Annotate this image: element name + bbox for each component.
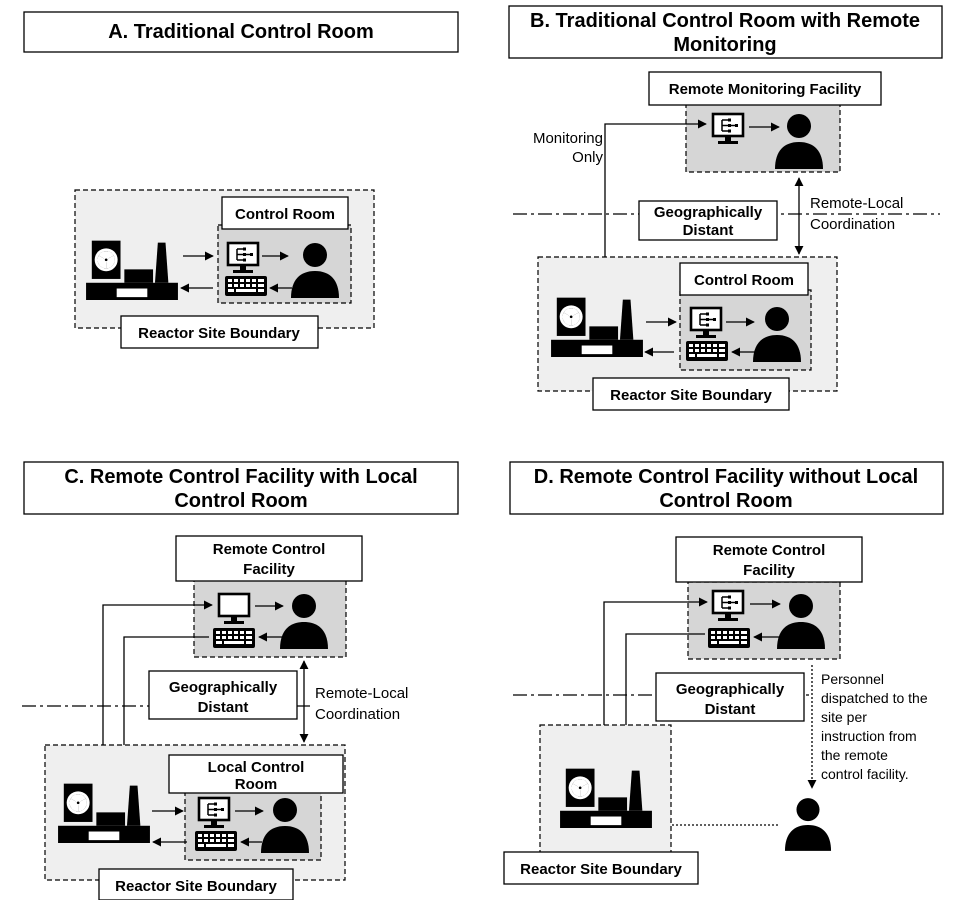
panel-c-title-line1: C. Remote Control Facility with Local (64, 466, 417, 488)
geo-distant-box-b (638, 200, 778, 241)
coordination-label-line1-c: Remote-Local (315, 685, 408, 702)
panel-c: C. Remote Control Facility with Local Co… (22, 461, 459, 900)
panel-b: B. Traditional Control Room with Remote … (508, 5, 943, 411)
panel-a-title: A. Traditional Control Room (108, 21, 374, 43)
boundary-label-b: Reactor Site Boundary (610, 387, 772, 404)
control-room-label-box-b (679, 262, 809, 296)
panel-a: A. Traditional Control Room Control Room… (23, 11, 459, 349)
monitoring-only-link-b (604, 119, 707, 312)
person-icon (784, 798, 832, 851)
remote-facility-label-line1-c: Remote Control (213, 541, 326, 558)
geo-distant-label-line1-b: Geographically (654, 204, 763, 221)
personnel-note-line1: Personnel (821, 671, 884, 687)
boundary-label-box-b (592, 377, 790, 411)
local-control-room-label-box-c (168, 754, 344, 794)
local-control-room-label-line1-c: Local Control (208, 759, 305, 776)
coordination-label-line2-b: Coordination (810, 216, 895, 233)
control-room-label-b: Control Room (694, 272, 794, 289)
personnel-note-line4: instruction from (821, 728, 917, 744)
keyboard-icon (686, 341, 728, 361)
plant-to-remote-monitor-link-c (102, 600, 213, 776)
local-control-room-label-line2-c: Room (235, 776, 278, 793)
keyboard-icon (225, 276, 267, 296)
personnel-note-line5: the remote (821, 747, 888, 763)
boundary-label-d: Reactor Site Boundary (520, 861, 682, 878)
personnel-note-line6: control facility. (821, 766, 909, 782)
monitoring-only-label-line1: Monitoring (533, 130, 603, 147)
panel-c-title-line2: Control Room (174, 490, 307, 512)
remote-facility-label-line1-d: Remote Control (713, 542, 826, 559)
remote-facility-label-line2-d: Facility (743, 562, 795, 579)
keyboard-icon (195, 831, 237, 851)
boundary-label-box-d (503, 851, 699, 885)
personnel-note-line3: site per (821, 709, 867, 725)
geo-distant-label-line2-d: Distant (705, 701, 756, 718)
personnel-note-line2: dispatched to the (821, 690, 928, 706)
keyboard-icon (708, 628, 750, 648)
panel-b-title-line2: Monitoring (673, 34, 776, 56)
geo-distant-label-line1-d: Geographically (676, 681, 785, 698)
control-room-label-box-a (221, 196, 349, 230)
boundary-label-c: Reactor Site Boundary (115, 878, 277, 895)
keyboard-icon (213, 628, 255, 648)
panel-d-title-line1: D. Remote Control Facility without Local (534, 466, 918, 488)
panel-d: D. Remote Control Facility without Local… (503, 461, 944, 885)
remote-keyboard-to-plant-link-d (621, 633, 705, 755)
panel-a-title-box (23, 11, 459, 53)
geo-distant-box-c (148, 670, 298, 720)
panel-b-title-line1: B. Traditional Control Room with Remote (530, 10, 920, 32)
remote-facility-label-box-d (675, 536, 863, 583)
panel-b-title-box (508, 5, 943, 59)
geo-distant-label-line1-c: Geographically (169, 679, 278, 696)
panel-d-title-line2: Control Room (659, 490, 792, 512)
panel-c-title-box (23, 461, 459, 515)
remote-keyboard-to-plant-link-c (119, 636, 209, 779)
panel-d-title-box (509, 461, 944, 515)
geo-distant-label-line2-c: Distant (198, 699, 249, 716)
geo-distant-box-d (655, 672, 805, 722)
boundary-label-a: Reactor Site Boundary (138, 325, 300, 342)
coordination-label-line1-b: Remote-Local (810, 195, 903, 212)
remote-facility-label-line2-c: Facility (243, 561, 295, 578)
plant-to-remote-monitor-link-d (603, 597, 708, 752)
personnel-note-d: Personnel dispatched to the site per ins… (821, 671, 928, 782)
boundary-label-box-c (98, 868, 294, 900)
control-room-label-a: Control Room (235, 206, 335, 223)
remote-facility-label-box-b (648, 71, 882, 106)
coordination-label-line2-c: Coordination (315, 706, 400, 723)
geo-distant-label-line2-b: Distant (683, 222, 734, 239)
remote-facility-label-box-c (175, 535, 363, 582)
boundary-label-box-a (120, 315, 319, 349)
remote-facility-label-b: Remote Monitoring Facility (669, 81, 862, 98)
monitoring-only-label-line2: Only (572, 149, 603, 166)
